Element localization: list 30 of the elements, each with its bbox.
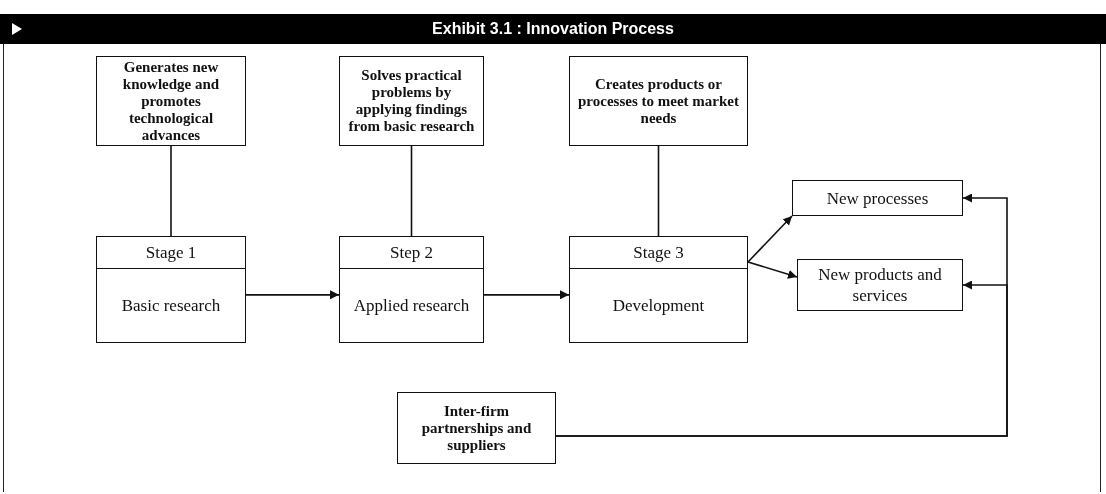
arrow bbox=[245, 290, 340, 300]
box-text: New products and services bbox=[817, 264, 943, 306]
process-box bbox=[792, 180, 963, 216]
arrow bbox=[555, 280, 1008, 437]
stage-label: Stage 1 bbox=[145, 242, 197, 263]
stage-box bbox=[339, 236, 484, 343]
process-box bbox=[569, 56, 748, 146]
box-text: Creates products or processes to meet market needs bbox=[577, 75, 740, 127]
arrow bbox=[747, 215, 793, 263]
arrow bbox=[483, 290, 570, 300]
connector-line bbox=[170, 145, 172, 237]
stage-box bbox=[96, 236, 246, 343]
stage-name: Development bbox=[612, 295, 705, 316]
process-box bbox=[339, 56, 484, 146]
box-text: Inter-firm partnerships and suppliers bbox=[420, 402, 533, 454]
arrow bbox=[747, 261, 798, 279]
connector-line bbox=[410, 145, 413, 237]
box-text: New processes bbox=[825, 187, 930, 209]
stage-label: Stage 3 bbox=[633, 242, 684, 263]
stage-name: Basic research bbox=[121, 295, 221, 316]
stage-box bbox=[569, 236, 748, 343]
process-box bbox=[96, 56, 246, 146]
connector-line bbox=[657, 145, 660, 237]
title: Exhibit 3.1 : Innovation Process bbox=[432, 20, 674, 38]
process-box bbox=[397, 392, 556, 464]
process-box bbox=[797, 259, 963, 311]
stage-name: Applied research bbox=[353, 295, 470, 316]
stage-label: Step 2 bbox=[390, 242, 433, 263]
box-text: Generates new knowledge and promotes technological advances bbox=[121, 58, 221, 144]
box-text: Solves practical problems by applying findings from basic research bbox=[347, 67, 476, 135]
